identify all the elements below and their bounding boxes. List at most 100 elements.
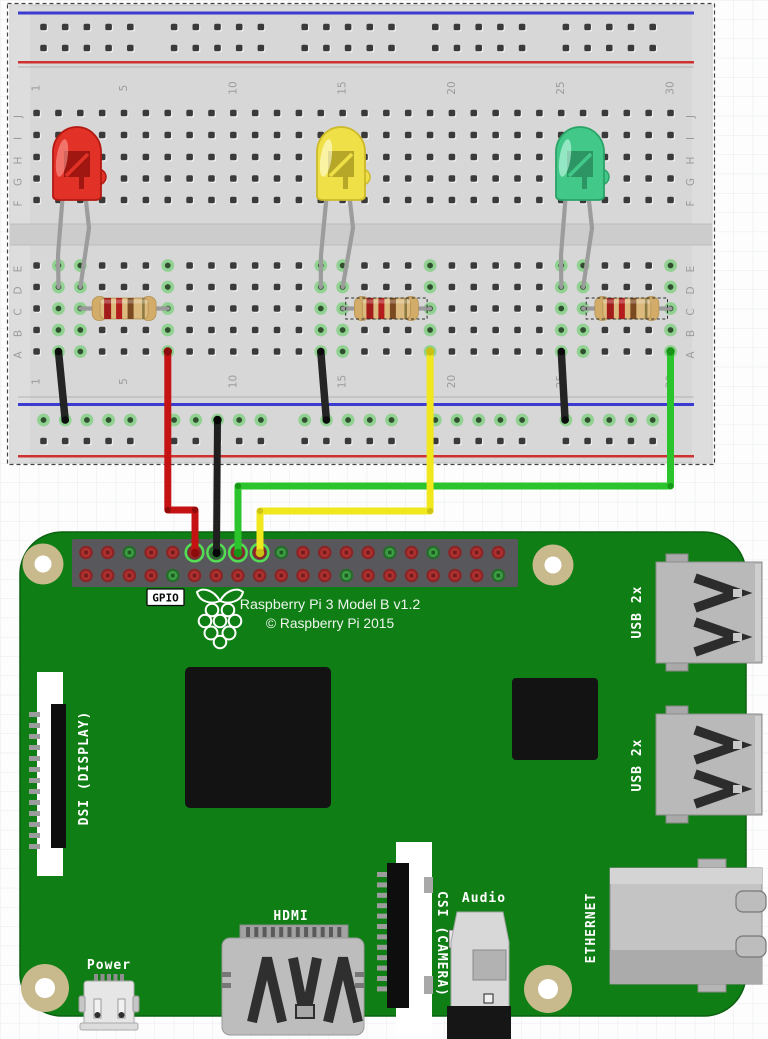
breadboard-hole[interactable] — [170, 44, 178, 52]
breadboard-hole[interactable] — [426, 109, 434, 117]
breadboard-hole[interactable] — [251, 196, 259, 204]
breadboard-hole[interactable] — [388, 23, 395, 31]
breadboard-hole[interactable] — [361, 283, 368, 291]
breadboard-hole[interactable] — [448, 326, 456, 334]
breadboard-hole[interactable] — [519, 417, 525, 423]
breadboard-hole[interactable] — [344, 437, 352, 445]
breadboard-hole[interactable] — [383, 153, 390, 161]
breadboard-hole[interactable] — [40, 437, 47, 445]
breadboard-hole[interactable] — [323, 437, 330, 445]
breadboard-hole[interactable] — [339, 327, 346, 333]
jumper-wire-black[interactable] — [557, 347, 569, 424]
breadboard-hole[interactable] — [323, 23, 330, 31]
breadboard-hole[interactable] — [492, 262, 499, 269]
breadboard-hole[interactable] — [171, 417, 178, 423]
breadboard-hole[interactable] — [98, 262, 106, 269]
breadboard-hole[interactable] — [667, 327, 674, 333]
power-connector[interactable]: Power — [78, 958, 140, 1031]
breadboard-hole[interactable] — [492, 109, 499, 117]
red-led[interactable] — [52, 126, 107, 290]
breadboard-hole[interactable] — [623, 153, 631, 161]
breadboard-hole[interactable] — [497, 44, 504, 52]
breadboard-hole[interactable] — [33, 326, 40, 334]
breadboard-hole[interactable] — [273, 348, 281, 355]
breadboard-hole[interactable] — [235, 23, 243, 31]
breadboard-hole[interactable] — [383, 175, 390, 182]
breadboard-hole[interactable] — [606, 44, 613, 52]
ground-jumper-3[interactable] — [557, 347, 569, 424]
csi-connector[interactable]: CSI (CAMERA) — [377, 842, 449, 1039]
breadboard-hole[interactable] — [667, 109, 674, 117]
breadboard-hole[interactable] — [258, 417, 264, 423]
green-gpio-wire[interactable] — [234, 348, 674, 557]
breadboard-hole[interactable] — [623, 262, 631, 269]
breadboard-hole[interactable] — [186, 153, 193, 161]
breadboard-hole[interactable] — [164, 131, 172, 139]
breadboard-hole[interactable] — [257, 44, 265, 52]
breadboard-hole[interactable] — [186, 283, 193, 291]
breadboard-hole[interactable] — [558, 327, 565, 333]
breadboard-hole[interactable] — [623, 131, 631, 139]
breadboard-hole[interactable] — [33, 305, 40, 312]
breadboard-hole[interactable] — [120, 326, 128, 334]
breadboard-hole[interactable] — [55, 305, 62, 312]
breadboard-hole[interactable] — [295, 109, 303, 117]
wire-bendpoint[interactable] — [666, 347, 675, 356]
breadboard-hole[interactable] — [383, 326, 390, 334]
breadboard-hole[interactable] — [514, 348, 521, 355]
breadboard-hole[interactable] — [214, 23, 221, 31]
red-gpio-wire[interactable] — [163, 347, 200, 558]
breadboard-hole[interactable] — [142, 109, 150, 117]
breadboard-hole[interactable] — [208, 109, 215, 117]
breadboard-hole[interactable] — [404, 262, 412, 269]
breadboard-hole[interactable] — [317, 109, 325, 117]
breadboard-hole[interactable] — [470, 262, 478, 269]
breadboard-hole[interactable] — [584, 23, 591, 31]
breadboard-hole[interactable] — [208, 175, 215, 182]
breadboard-hole[interactable] — [127, 417, 134, 423]
breadboard-hole[interactable] — [388, 417, 395, 423]
black-ground-wire[interactable] — [213, 416, 221, 557]
breadboard-hole[interactable] — [562, 44, 570, 52]
breadboard-hole[interactable] — [383, 196, 390, 204]
breadboard-hole[interactable] — [514, 175, 521, 182]
breadboard-hole[interactable] — [257, 437, 265, 445]
breadboard-hole[interactable] — [120, 131, 128, 139]
breadboard-hole[interactable] — [404, 348, 412, 355]
breadboard-hole[interactable] — [186, 196, 193, 204]
breadboard-hole[interactable] — [518, 437, 526, 445]
breadboard-hole[interactable] — [295, 153, 303, 161]
breadboard-hole[interactable] — [601, 109, 609, 117]
breadboard-hole[interactable] — [251, 262, 259, 269]
breadboard-hole[interactable] — [383, 131, 390, 139]
breadboard-hole[interactable] — [55, 109, 62, 117]
breadboard-hole[interactable] — [142, 326, 150, 334]
breadboard-hole[interactable] — [497, 23, 504, 31]
breadboard-hole[interactable] — [273, 326, 281, 334]
breadboard-hole[interactable] — [667, 284, 674, 290]
breadboard-hole[interactable] — [251, 153, 259, 161]
breadboard-hole[interactable] — [230, 131, 237, 139]
breadboard-hole[interactable] — [142, 283, 150, 291]
breadboard-hole[interactable] — [251, 175, 259, 182]
wire-bendpoint[interactable] — [191, 506, 199, 514]
breadboard-hole[interactable] — [230, 196, 237, 204]
ethernet-port[interactable]: ETHERNET — [584, 858, 767, 993]
breadboard-hole[interactable] — [475, 23, 482, 31]
breadboard-hole[interactable] — [492, 196, 499, 204]
breadboard-hole[interactable] — [230, 305, 237, 312]
breadboard-hole[interactable] — [33, 175, 40, 182]
breadboard-hole[interactable] — [33, 131, 40, 139]
breadboard-hole[interactable] — [404, 283, 412, 291]
breadboard-hole[interactable] — [192, 437, 200, 445]
breadboard-hole[interactable] — [317, 305, 324, 312]
breadboard-hole[interactable] — [649, 23, 656, 31]
breadboard-hole[interactable] — [470, 283, 478, 291]
breadboard-hole[interactable] — [192, 23, 200, 31]
yellow-gpio-wire[interactable] — [256, 348, 434, 557]
breadboard-hole[interactable] — [579, 109, 587, 117]
breadboard-hole[interactable] — [251, 348, 259, 355]
breadboard-hole[interactable] — [361, 262, 368, 269]
breadboard-hole[interactable] — [295, 196, 303, 204]
breadboard-hole[interactable] — [514, 326, 521, 334]
